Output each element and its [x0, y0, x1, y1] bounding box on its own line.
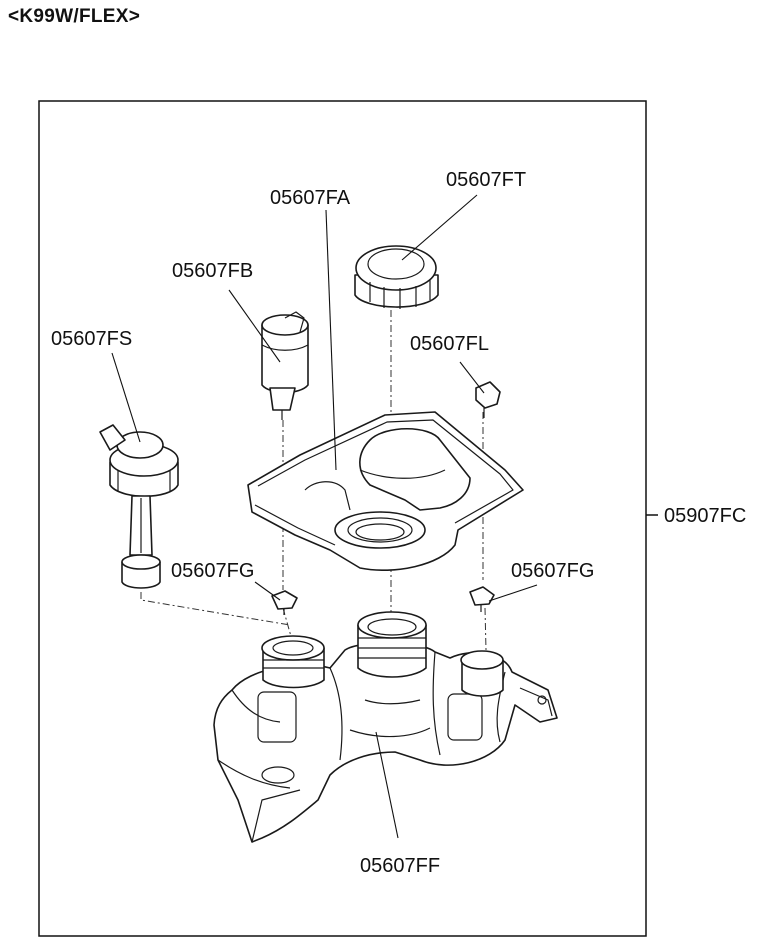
reservoir-filler-neck: [357, 611, 427, 678]
label-reservoir: 05607FF: [360, 855, 440, 877]
assembly-frame: [38, 100, 647, 937]
label-pump: 05607FB: [172, 260, 253, 282]
reservoir-outlet-neck: [460, 650, 504, 697]
label-grommet-right: 05607FG: [511, 560, 594, 582]
model-title: <K99W/FLEX>: [8, 6, 141, 27]
reservoir-sensor-neck: [261, 635, 325, 689]
grommet-left: [271, 590, 298, 615]
leader-lines: [111, 194, 538, 839]
label-sensor: 05607FS: [51, 328, 132, 350]
reservoir-cap: [354, 245, 439, 309]
label-cap: 05607FT: [446, 169, 526, 191]
label-vent-fitting: 05607FL: [410, 333, 489, 355]
label-grommet-left: 05607FG: [171, 560, 254, 582]
label-assembly: 05907FC: [664, 505, 746, 527]
vent-fitting: [475, 381, 501, 418]
washer-pump: [261, 311, 309, 420]
level-sensor: [99, 424, 179, 589]
grommet-right: [469, 586, 495, 612]
reservoir-lid-panel: [247, 411, 524, 571]
label-lid-panel: 05607FA: [270, 187, 351, 209]
